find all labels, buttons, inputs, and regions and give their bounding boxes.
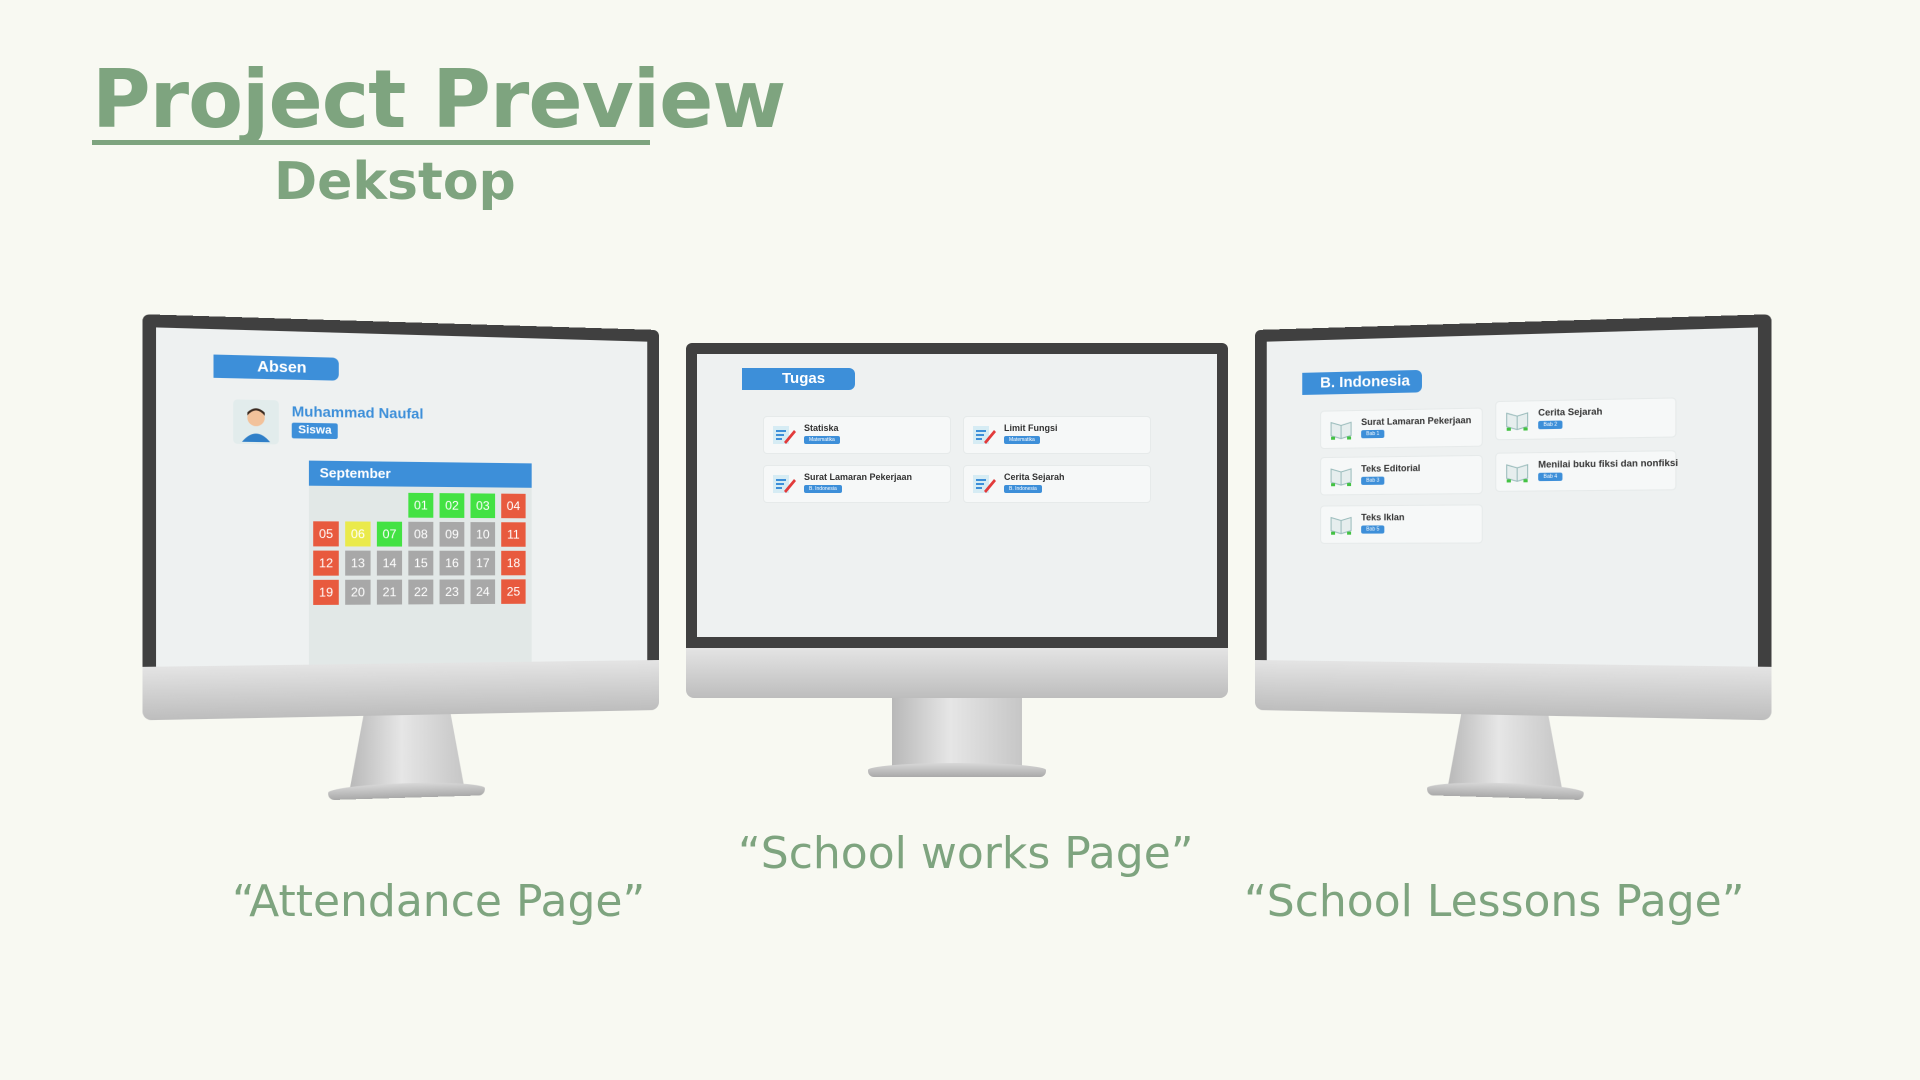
monitor-bezel: Absen Muhammad Naufal Siswa September 01… <box>142 314 659 667</box>
works-monitor: Tugas Statiska Matematika Limit Fungsi M… <box>686 343 1228 783</box>
calendar-month-header: September <box>308 460 532 488</box>
calendar-day[interactable]: 04 <box>501 493 526 519</box>
monitor-chin <box>142 660 659 721</box>
calendar-day[interactable]: 01 <box>408 492 434 518</box>
title-underline <box>92 140 650 145</box>
calendar-day[interactable]: 19 <box>313 579 339 605</box>
caption-attendance: “Attendance Page” <box>232 876 646 927</box>
assignment-icon <box>972 424 996 446</box>
calendar-day[interactable]: 21 <box>376 579 403 605</box>
lessons-monitor: B. Indonesia Surat Lamaran Pekerjaan Bab… <box>1255 314 1772 806</box>
page-tag-absen: Absen <box>213 354 339 381</box>
calendar-day[interactable]: 11 <box>501 522 526 547</box>
monitor-stand <box>892 698 1022 770</box>
lesson-card[interactable]: Menilai buku fiksi dan nonfiksi Bab 4 <box>1495 450 1679 492</box>
page-subtitle: Dekstop <box>274 152 516 212</box>
attendance-screen: Absen Muhammad Naufal Siswa September 01… <box>156 327 648 667</box>
calendar-day[interactable]: 17 <box>470 550 496 576</box>
task-card[interactable]: Surat Lamaran Pekerjaan B. Indonesia <box>763 465 951 503</box>
assignment-icon <box>772 424 796 446</box>
lesson-title: Teks Editorial <box>1361 462 1421 474</box>
lesson-title: Surat Lamaran Pekerjaan <box>1361 414 1472 428</box>
attendance-monitor: Absen Muhammad Naufal Siswa September 01… <box>142 314 659 806</box>
monitor-bezel: Tugas Statiska Matematika Limit Fungsi M… <box>686 343 1228 648</box>
page-tag-subject: B. Indonesia <box>1302 369 1423 395</box>
chapter-badge: Bab 5 <box>1361 525 1385 534</box>
user-avatar-icon <box>241 408 271 443</box>
works-screen: Tugas Statiska Matematika Limit Fungsi M… <box>697 354 1217 637</box>
calendar-day[interactable]: 13 <box>345 550 371 576</box>
calendar-day[interactable]: 22 <box>408 579 434 605</box>
book-icon <box>1329 513 1353 535</box>
lesson-card[interactable]: Cerita Sejarah Bab 2 <box>1495 397 1677 441</box>
monitor-chin <box>1255 660 1772 721</box>
chapter-badge: Bab 3 <box>1361 476 1385 485</box>
book-icon <box>1329 465 1353 488</box>
book-icon <box>1329 418 1353 441</box>
chapter-badge: Bab 1 <box>1361 429 1385 439</box>
calendar-day[interactable]: 18 <box>501 550 526 576</box>
lesson-card[interactable]: Surat Lamaran Pekerjaan Bab 1 <box>1320 407 1483 450</box>
calendar-day[interactable]: 06 <box>345 521 371 547</box>
user-name: Muhammad Naufal <box>291 402 424 422</box>
task-title: Cerita Sejarah <box>1004 472 1065 482</box>
avatar <box>233 399 279 445</box>
calendar-day[interactable]: 03 <box>470 493 496 519</box>
calendar-day[interactable]: 24 <box>470 579 496 605</box>
lessons-screen: B. Indonesia Surat Lamaran Pekerjaan Bab… <box>1266 327 1758 667</box>
subject-badge: B. Indonesia <box>804 485 842 493</box>
calendar-day[interactable]: 25 <box>501 579 526 604</box>
lesson-title: Teks Iklan <box>1361 512 1405 523</box>
caption-works: “School works Page” <box>738 828 1194 879</box>
subject-badge: Matematika <box>804 436 840 444</box>
assignment-icon <box>772 473 796 495</box>
chapter-badge: Bab 2 <box>1538 420 1563 430</box>
task-card[interactable]: Statiska Matematika <box>763 416 951 454</box>
lesson-card[interactable]: Teks Editorial Bab 3 <box>1320 454 1483 496</box>
calendar-day[interactable]: 02 <box>439 493 465 518</box>
page-tag-tugas: Tugas <box>742 368 856 390</box>
calendar-day[interactable]: 09 <box>439 521 465 547</box>
calendar-day[interactable]: 23 <box>439 579 465 605</box>
book-icon <box>1505 460 1530 483</box>
monitor-foot <box>868 763 1046 777</box>
lesson-title: Cerita Sejarah <box>1538 406 1603 418</box>
subject-badge: B. Indonesia <box>1004 485 1042 493</box>
task-card[interactable]: Cerita Sejarah B. Indonesia <box>963 465 1151 503</box>
book-icon <box>1505 409 1530 432</box>
calendar-day[interactable]: 08 <box>408 521 434 547</box>
monitor-stand <box>349 714 464 791</box>
lesson-title: Menilai buku fiksi dan nonfiksi <box>1538 457 1679 470</box>
subject-badge: Matematika <box>1004 436 1040 444</box>
caption-lessons: “School Lessons Page” <box>1244 876 1745 927</box>
task-title: Surat Lamaran Pekerjaan <box>804 472 913 482</box>
task-title: Limit Fungsi <box>1004 423 1058 433</box>
calendar-day[interactable]: 14 <box>376 550 403 576</box>
calendar-day[interactable]: 05 <box>313 521 339 547</box>
chapter-badge: Bab 4 <box>1538 472 1563 482</box>
calendar-day[interactable]: 15 <box>408 550 434 576</box>
calendar-day[interactable]: 12 <box>313 550 339 576</box>
role-badge: Siswa <box>291 422 338 440</box>
monitor-chin <box>686 648 1228 698</box>
task-card[interactable]: Limit Fungsi Matematika <box>963 416 1151 454</box>
lesson-card[interactable]: Teks Iklan Bab 5 <box>1320 504 1483 544</box>
calendar-day[interactable]: 10 <box>470 522 496 547</box>
monitor-stand <box>1448 714 1563 791</box>
calendar-day[interactable]: 07 <box>376 521 403 547</box>
assignment-icon <box>972 473 996 495</box>
monitor-bezel: B. Indonesia Surat Lamaran Pekerjaan Bab… <box>1255 314 1772 667</box>
page-title: Project Preview <box>92 53 786 146</box>
calendar-day[interactable]: 16 <box>439 550 465 576</box>
calendar-day[interactable]: 20 <box>345 579 371 605</box>
task-title: Statiska <box>804 423 839 433</box>
